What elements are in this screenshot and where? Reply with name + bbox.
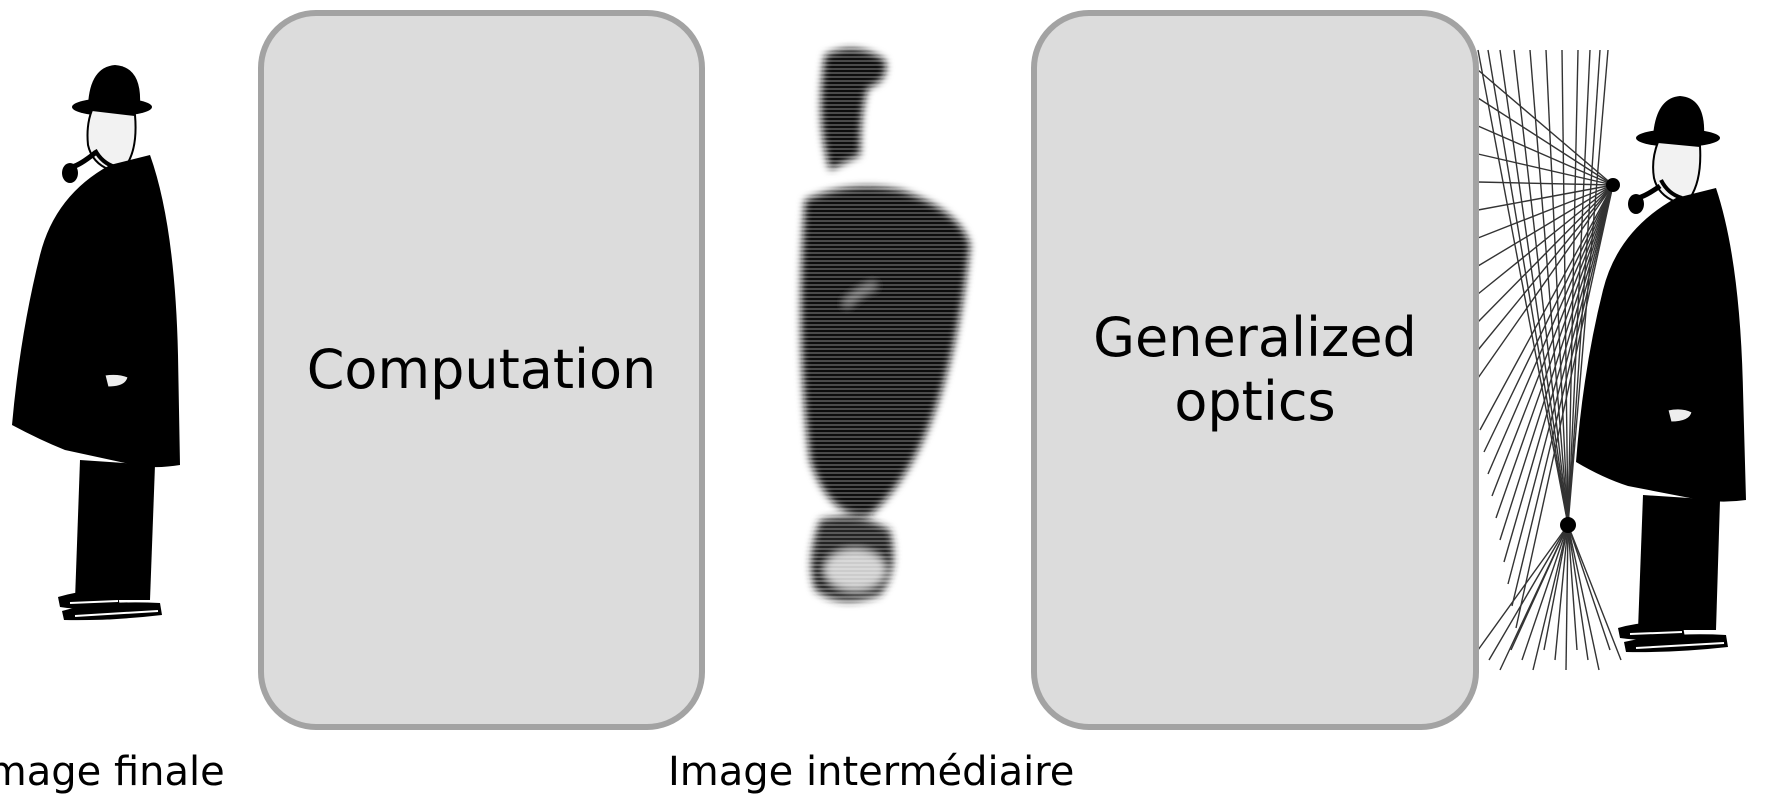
light-ray — [1477, 69, 1614, 186]
light-ray — [1488, 524, 1569, 661]
light-ray — [1499, 49, 1569, 526]
light-ray — [1507, 184, 1614, 585]
light-ray — [1499, 184, 1614, 541]
optics-figure — [1477, 49, 1746, 671]
light-ray — [1477, 125, 1614, 186]
light-ray — [1567, 49, 1591, 526]
light-ray — [1491, 184, 1614, 497]
light-ray — [1477, 184, 1614, 239]
light-ray — [1477, 153, 1614, 186]
light-ray — [1479, 184, 1614, 431]
light-ray — [1503, 184, 1614, 563]
light-ray — [1567, 524, 1578, 651]
computation-label: Computation — [306, 338, 657, 401]
light-ray — [1565, 524, 1569, 671]
light-ray — [1561, 49, 1569, 526]
light-ray — [1477, 184, 1614, 295]
light-ray — [1477, 184, 1614, 351]
light-ray — [1567, 524, 1622, 661]
intermediate-image-figure — [790, 40, 990, 620]
light-ray — [1567, 524, 1611, 651]
light-ray — [1477, 49, 1569, 526]
light-ray — [1483, 184, 1614, 453]
final-image-figure — [12, 65, 180, 621]
light-ray — [1567, 524, 1600, 671]
light-ray — [1554, 524, 1569, 661]
light-ray — [1532, 524, 1569, 671]
generalized-optics-box: Generalized optics — [1031, 10, 1479, 730]
light-ray — [1477, 97, 1614, 186]
light-ray — [1529, 49, 1569, 526]
light-ray — [1487, 184, 1614, 475]
light-ray — [1510, 524, 1569, 651]
light-ray — [1521, 524, 1569, 661]
light-ray — [1543, 524, 1569, 651]
computation-box: Computation — [258, 10, 705, 730]
light-ray — [1477, 184, 1614, 323]
light-ray — [1567, 524, 1589, 661]
light-ray — [1477, 184, 1614, 379]
light-ray — [1477, 181, 1614, 186]
light-ray — [1477, 184, 1614, 267]
light-ray — [1515, 184, 1614, 629]
light-ray — [1477, 524, 1569, 651]
generalized-optics-label: Generalized optics — [1093, 306, 1417, 433]
final-image-caption: Image finale — [0, 749, 225, 795]
light-ray — [1477, 184, 1614, 211]
light-ray — [1495, 184, 1614, 519]
intermediate-image-caption: Image intermédiaire — [668, 749, 1075, 795]
light-ray — [1511, 184, 1614, 607]
light-ray — [1487, 49, 1569, 526]
